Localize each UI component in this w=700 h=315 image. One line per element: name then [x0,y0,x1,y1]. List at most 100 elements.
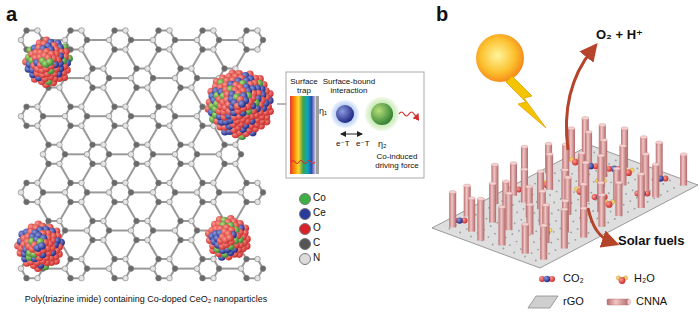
carbon-atom [90,218,96,224]
figure-caption: Poly(triazine imide) containing Co-doped… [4,294,288,304]
triazine-ring [21,107,43,126]
nitrogen-atom [145,218,151,224]
nitrogen-atom [238,37,244,43]
light-spectrum [290,96,316,174]
triazine-ring [109,107,131,126]
carbon-atom [24,199,30,205]
triazine-ring [87,145,109,164]
carbon-atom [222,161,228,167]
carbon-texture [573,221,575,223]
bond [104,50,115,69]
carbon-texture [554,172,556,174]
nitrogen-atom [35,275,41,281]
lightning-bolt [506,76,546,128]
nitrogen-atom [145,237,151,243]
product-label: O₂ + H⁺ [596,28,643,43]
carbon-atom [244,47,250,53]
bond [126,88,137,107]
nitrogen-atom [167,180,173,186]
carbon-atom [194,152,200,158]
electron-cloud [365,97,399,131]
efficiency-symbol: η₁ [319,106,327,116]
carbon-texture [533,241,535,243]
rod-top [561,168,568,171]
carbon-atom [216,37,222,43]
rod-top [561,208,568,211]
carbon-atom [46,218,52,224]
carbon-atom [216,190,222,196]
bond [43,115,65,117]
nitrogen-atom [238,266,244,272]
triazine-ring [153,259,175,278]
carbon-atom [112,180,118,186]
carbon-texture [537,249,539,251]
bond [38,88,49,107]
bond [82,240,93,259]
carbon-atom [24,275,30,281]
carbon-texture [571,173,573,175]
product-label: Solar fuels [618,234,684,249]
nitrogen-atom [18,266,24,272]
carbon-atom [46,161,52,167]
triazine-ring [153,107,175,126]
bond [236,50,247,69]
carbon-atom [178,85,184,91]
electron-cloud [331,100,359,128]
bond [104,126,115,145]
bond [104,164,115,183]
carbon-atom [244,199,250,205]
nitrogen-atom [145,161,151,167]
triazine-ring [219,145,241,164]
rod-top [580,207,587,210]
carbon-atom [172,190,178,196]
carbon-texture [520,219,522,221]
bond [131,39,153,41]
carbon-atom [150,228,156,234]
cnna-rod [638,174,645,208]
rod-top [619,144,626,147]
nitrogen-atom [40,152,46,158]
carbon-atom [178,237,184,243]
carbon-texture [518,230,520,232]
triazine-ring [175,145,197,164]
triazine-ring [65,107,87,126]
cnna-rod [489,183,496,222]
bond [170,240,181,259]
carbon-texture [610,181,612,183]
bond [192,50,203,69]
bond [60,126,71,145]
triazine-ring [241,183,263,202]
legend-symbol [527,295,559,309]
carbon-atom [156,256,162,262]
carbon-atom [244,256,250,262]
bond [104,202,115,221]
rod-top [546,153,553,156]
bond [65,77,87,79]
electron-symbol: e⁻T [356,139,370,148]
nitrogen-atom [18,37,24,43]
cnna-rod [619,146,626,186]
nitrogen-atom [106,37,112,43]
carbon-texture [449,228,451,230]
carbon-texture [514,222,516,224]
nitrogen-atom [35,104,41,110]
nitrogen-atom [255,47,261,53]
polymer-framework [18,28,266,281]
carbon-atom [156,123,162,129]
nitrogen-atom [101,85,107,91]
carbon-atom [106,152,112,158]
carbon-texture [494,233,496,235]
nitrogen-atom [211,47,217,53]
nitrogen-atom [194,266,200,272]
carbon-atom [90,142,96,148]
carbon-atom [112,104,118,110]
carbon-atom [244,180,250,186]
product-arrow [566,50,592,150]
carbon-texture [597,218,599,220]
nitrogen-atom [216,152,222,158]
cnna-rod [498,207,505,246]
nitrogen-atom [189,142,195,148]
carbon-texture [535,260,537,262]
nitrogen-atom [189,85,195,91]
bond [126,240,137,259]
